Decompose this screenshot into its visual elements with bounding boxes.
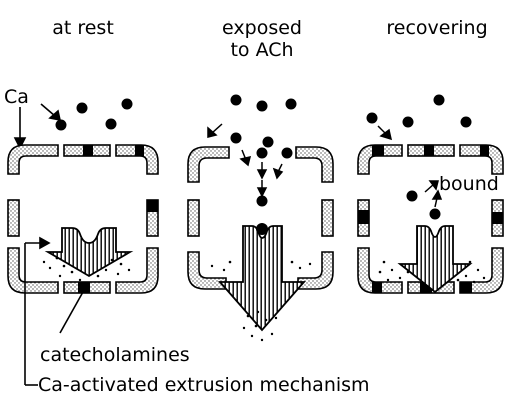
calcium-ions-recovering — [367, 95, 472, 220]
calcium-arrows — [15, 104, 60, 148]
bound-label: bound — [439, 173, 499, 195]
panel-title-exposed: exposed — [222, 17, 302, 39]
calcium-ions-exposed — [231, 95, 297, 236]
catecholamines-label: catecholamines — [40, 344, 190, 366]
calcium-label: Ca — [4, 86, 29, 108]
extrusion-mechanism-exposed — [220, 226, 304, 330]
panel-title-to-ach: to ACh — [230, 39, 293, 61]
extrusion-mechanism-at-rest — [48, 228, 130, 276]
extrusion-mechanism-label: Ca-activated extrusion mechanism — [38, 374, 370, 396]
calcium-influx-arrows — [208, 124, 282, 196]
panel-title-recovering: recovering — [386, 17, 487, 39]
panel-title-at-rest: at rest — [52, 17, 114, 39]
calcium-ions-at-rest — [56, 99, 133, 131]
